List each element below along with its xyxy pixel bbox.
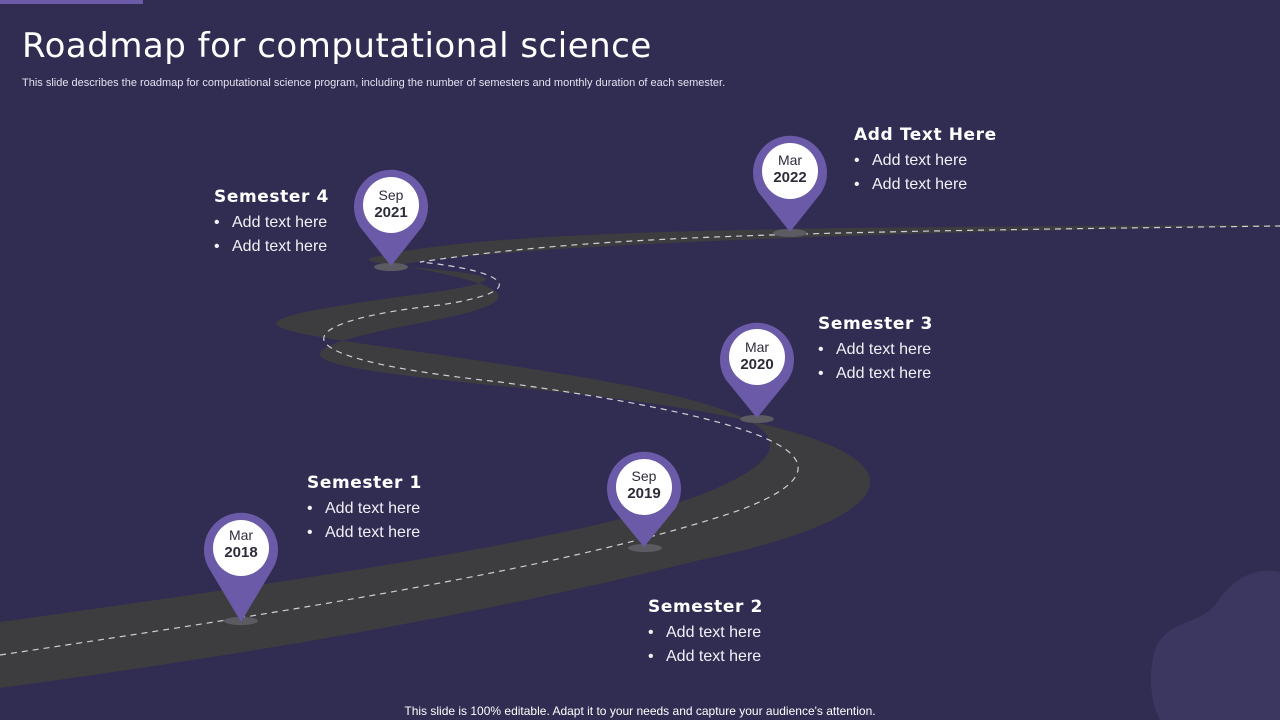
map-pin-icon xyxy=(204,512,278,622)
milestone-heading: Semester 1 xyxy=(307,473,422,493)
pin-label-2019: Sep 2019 xyxy=(616,468,672,504)
pin-label-2021: Sep 2021 xyxy=(363,187,419,223)
pin-month: Mar xyxy=(777,152,803,168)
milestone-heading: Add Text Here xyxy=(854,125,997,145)
milestone-list: •Add text here •Add text here xyxy=(648,621,763,669)
list-item: •Add text here xyxy=(307,524,421,541)
pin-shadow xyxy=(628,544,662,552)
map-pin-icon xyxy=(720,322,795,418)
list-item: •Add text here xyxy=(648,624,762,641)
map-pin-icon xyxy=(354,169,428,266)
milestone-list: •Add text here •Add text here xyxy=(307,497,422,545)
list-item: •Add text here xyxy=(648,648,762,665)
pin-month: Mar xyxy=(744,339,770,355)
map-pin-icon xyxy=(607,451,682,547)
pin-month: Sep xyxy=(378,187,404,203)
list-item: •Add text here xyxy=(307,500,421,517)
milestone-block-semester-3: Semester 3 •Add text here •Add text here xyxy=(818,314,933,386)
pin-year: 2020 xyxy=(740,356,774,373)
milestone-heading: Semester 4 xyxy=(214,187,329,207)
list-item: •Add text here xyxy=(854,152,968,169)
pin-label-2018: Mar 2018 xyxy=(213,527,269,563)
list-item: •Add text here xyxy=(818,365,932,382)
list-item: •Add text here xyxy=(214,214,328,231)
top-accent-bar xyxy=(0,0,143,4)
pin-year: 2021 xyxy=(374,204,408,221)
map-pin-icon xyxy=(753,135,827,232)
pin-month: Sep xyxy=(631,468,657,484)
milestone-block-semester-2: Semester 2 •Add text here •Add text here xyxy=(648,597,763,669)
road xyxy=(0,225,1280,688)
pin-shadow xyxy=(740,415,774,423)
pin-month: Mar xyxy=(228,527,254,543)
decorative-blob xyxy=(1150,570,1280,720)
pin-year: 2022 xyxy=(773,169,807,186)
pin-label-2022: Mar 2022 xyxy=(762,152,818,188)
list-item: •Add text here xyxy=(818,341,932,358)
pin-label-2020: Mar 2020 xyxy=(729,339,785,375)
milestone-block-final: Add Text Here •Add text here •Add text h… xyxy=(854,125,997,197)
pin-year: 2019 xyxy=(627,485,661,502)
milestone-list: •Add text here •Add text here xyxy=(214,211,329,259)
milestone-list: •Add text here •Add text here xyxy=(854,149,997,197)
pin-year: 2018 xyxy=(224,544,258,561)
page-title: Roadmap for computational science xyxy=(22,26,652,66)
milestone-block-semester-1: Semester 1 •Add text here •Add text here xyxy=(307,473,422,545)
pin-shadow xyxy=(773,229,807,237)
list-item: •Add text here xyxy=(214,238,328,255)
milestone-list: •Add text here •Add text here xyxy=(818,338,933,386)
list-item: •Add text here xyxy=(854,176,968,193)
milestone-heading: Semester 3 xyxy=(818,314,933,334)
milestone-heading: Semester 2 xyxy=(648,597,763,617)
road-center-line xyxy=(0,225,1280,656)
milestone-block-semester-4: Semester 4 •Add text here •Add text here xyxy=(214,187,329,259)
page-subtitle: This slide describes the roadmap for com… xyxy=(22,77,726,89)
pin-shadow xyxy=(374,263,408,271)
footer-note: This slide is 100% editable. Adapt it to… xyxy=(404,704,876,718)
